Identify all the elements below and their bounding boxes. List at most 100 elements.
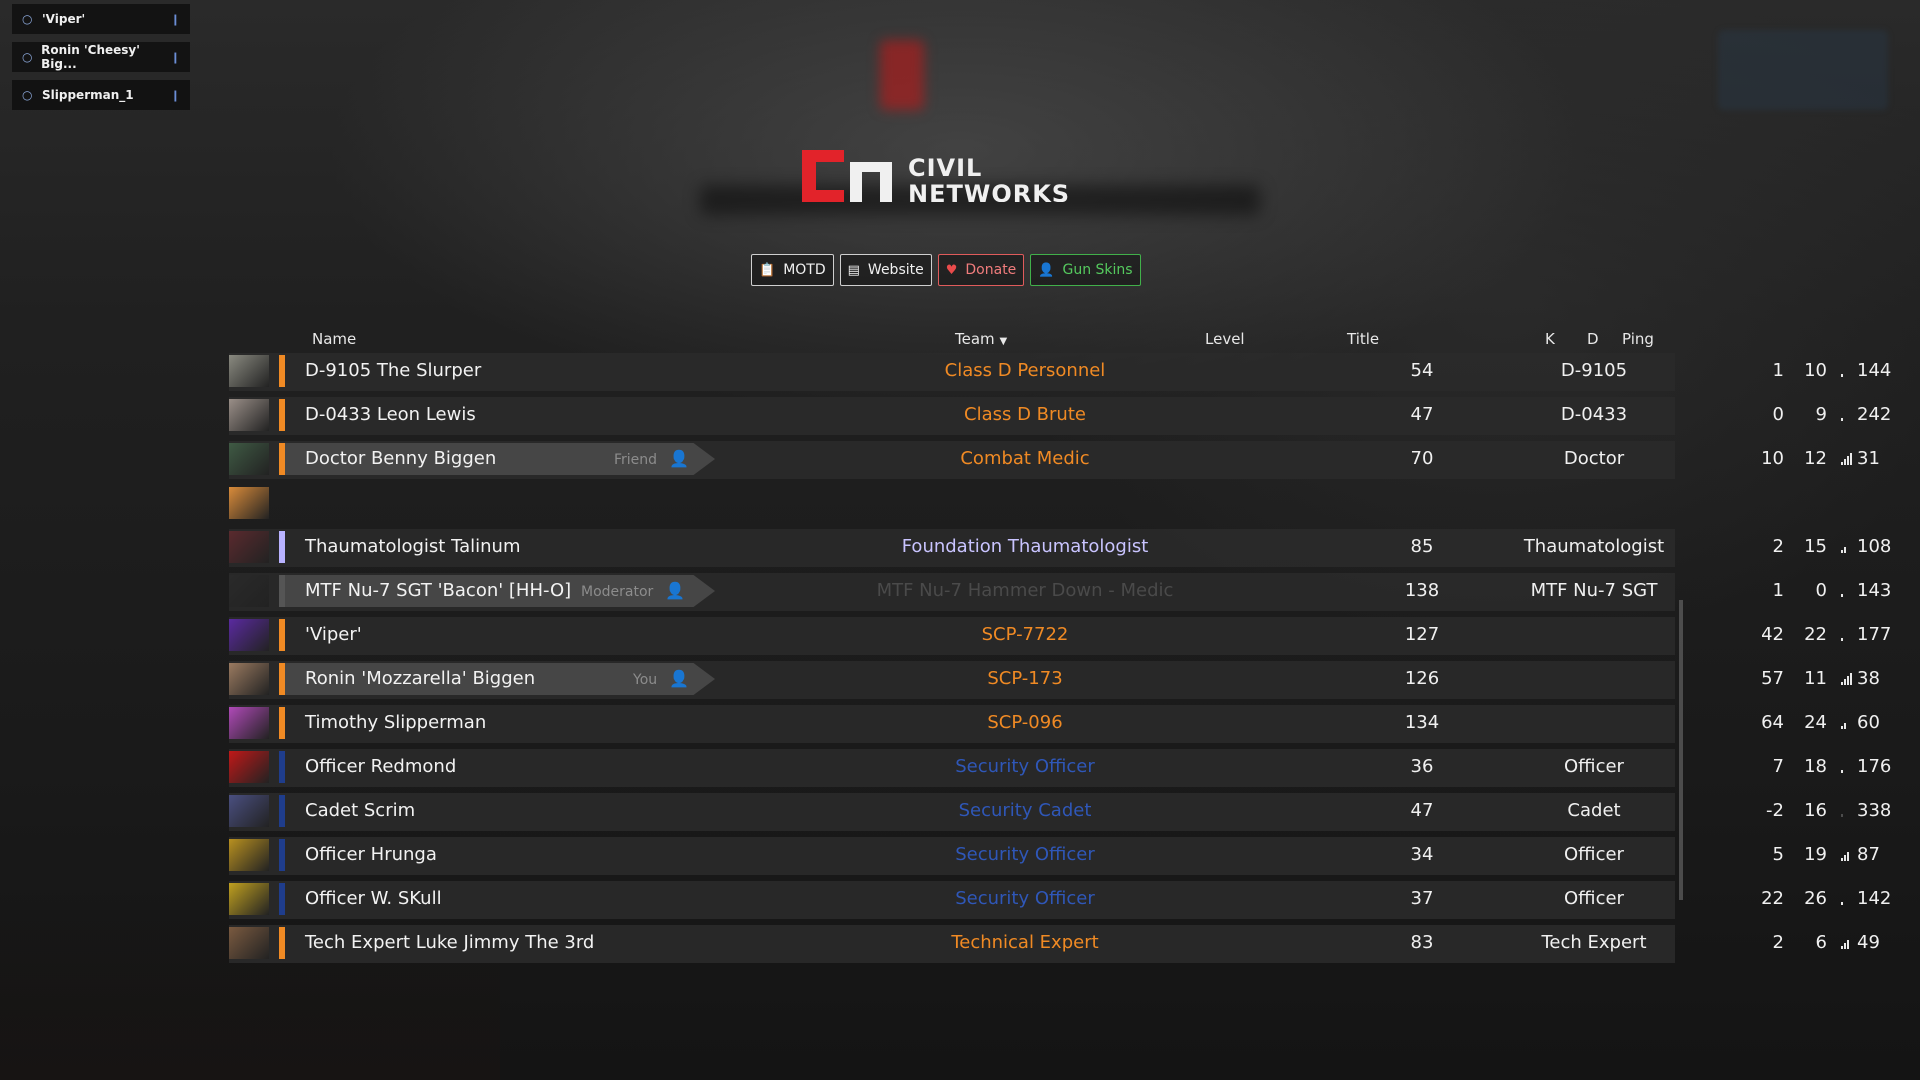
- player-row[interactable]: [229, 485, 1675, 523]
- signal-bars-icon: [1841, 409, 1855, 421]
- player-ping: 144: [1841, 353, 1901, 389]
- player-deaths: 26: [1804, 888, 1827, 909]
- player-title: MTF Nu-7 SGT: [1530, 580, 1658, 601]
- player-ping: 143: [1841, 573, 1901, 609]
- player-row[interactable]: Thaumatologist Talinum Foundation Thaumat…: [229, 529, 1891, 567]
- player-deaths: 18: [1804, 756, 1827, 777]
- column-deaths-header[interactable]: D: [1587, 330, 1599, 348]
- column-kills-header[interactable]: K: [1545, 330, 1555, 348]
- website-label: Website: [867, 262, 924, 278]
- player-ping: 60: [1841, 705, 1901, 741]
- player-team: Security Officer: [955, 844, 1095, 865]
- player-avatar[interactable]: [229, 663, 269, 695]
- signal-bars-icon: [1841, 585, 1855, 597]
- player-team: Combat Medic: [960, 448, 1090, 469]
- gun-skins-label: Gun Skins: [1062, 262, 1133, 278]
- team-color-stripe: [279, 663, 285, 695]
- player-name: Timothy Slipperman: [305, 712, 487, 733]
- player-title: Thaumatologist: [1523, 536, 1665, 557]
- website-button[interactable]: ▤ Website: [839, 254, 932, 286]
- player-kills: -2: [1766, 800, 1784, 821]
- player-deaths: 9: [1815, 404, 1827, 425]
- player-avatar[interactable]: [229, 707, 269, 739]
- signal-bars-icon: [1841, 541, 1855, 553]
- player-avatar[interactable]: [229, 355, 269, 387]
- player-avatar[interactable]: [229, 883, 269, 915]
- microphone-icon: ○: [22, 50, 33, 64]
- browser-window-icon: ▤: [847, 262, 860, 278]
- player-ping-value: 144: [1857, 360, 1892, 381]
- name-highlight: [285, 663, 715, 695]
- team-color-stripe: [279, 619, 285, 651]
- motd-button[interactable]: 📋MOTD: [751, 254, 834, 286]
- player-deaths: 19: [1804, 844, 1827, 865]
- player-avatar[interactable]: [229, 839, 269, 871]
- player-team: Foundation Thaumatologist: [901, 536, 1149, 557]
- player-deaths: 24: [1804, 712, 1827, 733]
- team-header-label: Team: [955, 330, 995, 348]
- column-level-header[interactable]: Level: [1205, 330, 1245, 348]
- player-ping-value: 49: [1857, 932, 1880, 953]
- player-avatar[interactable]: [229, 487, 269, 519]
- player-tag: Moderator 👤: [581, 573, 685, 609]
- gun-skins-button[interactable]: 👤 Gun Skins: [1030, 254, 1141, 286]
- player-row[interactable]: Tech Expert Luke Jimmy The 3rd Technical …: [229, 925, 1880, 963]
- player-team: Security Cadet: [958, 800, 1092, 821]
- player-ping: 142: [1841, 881, 1901, 917]
- team-color-stripe: [279, 531, 285, 563]
- player-level: 127: [1404, 624, 1440, 645]
- player-team: Technical Expert: [951, 932, 1099, 953]
- player-tag-label: Moderator: [581, 584, 654, 600]
- user-icon: 👤: [1038, 262, 1055, 278]
- player-name: Officer Hrunga: [305, 844, 437, 865]
- player-team: Security Officer: [955, 888, 1095, 909]
- player-name: Thaumatologist Talinum: [305, 536, 521, 557]
- signal-bars-icon: [1841, 365, 1855, 377]
- column-ping-header[interactable]: Ping: [1622, 330, 1654, 348]
- player-row[interactable]: MTF Nu-7 SGT 'Bacon' [HH-O]MTF Nu-7 Hamm…: [229, 573, 1891, 611]
- column-team-header[interactable]: Team ▼: [955, 330, 1007, 348]
- player-avatar[interactable]: [229, 575, 269, 607]
- player-name: Tech Expert Luke Jimmy The 3rd: [305, 932, 595, 953]
- player-avatar[interactable]: [229, 619, 269, 651]
- player-title: D-0433: [1560, 404, 1628, 425]
- player-team: Class D Brute: [964, 404, 1086, 425]
- signal-bars-icon: [1841, 893, 1855, 905]
- player-avatar[interactable]: [229, 751, 269, 783]
- user-profile-icon[interactable]: 👤: [669, 669, 690, 688]
- scrollbar[interactable]: [1679, 600, 1683, 900]
- voice-level-icon: ❙: [170, 12, 180, 26]
- player-ping: 87: [1841, 837, 1901, 873]
- team-color-stripe: [279, 751, 285, 783]
- player-kills: 7: [1772, 756, 1784, 777]
- player-team: SCP-173: [987, 668, 1063, 689]
- user-profile-icon[interactable]: 👤: [665, 581, 686, 600]
- clipboard-icon: 📋: [759, 262, 776, 278]
- sort-chevron-down-icon: ▼: [999, 336, 1008, 347]
- player-avatar[interactable]: [229, 399, 269, 431]
- player-avatar[interactable]: [229, 927, 269, 959]
- user-profile-icon[interactable]: 👤: [669, 449, 689, 468]
- player-tag-label: You: [633, 672, 658, 688]
- player-name: 'Viper': [305, 624, 362, 645]
- player-avatar[interactable]: [229, 531, 269, 563]
- player-ping-value: 108: [1857, 536, 1892, 557]
- signal-bars-icon: [1841, 673, 1855, 685]
- player-ping: 31: [1841, 441, 1901, 477]
- donate-button[interactable]: ♥Donate: [937, 254, 1025, 286]
- player-avatar[interactable]: [229, 443, 269, 475]
- column-title-header[interactable]: Title: [1347, 330, 1380, 348]
- civil-networks-logo: CIVIL NETWORKS: [802, 150, 1069, 202]
- player-avatar[interactable]: [229, 795, 269, 827]
- column-name-header[interactable]: Name: [312, 330, 357, 348]
